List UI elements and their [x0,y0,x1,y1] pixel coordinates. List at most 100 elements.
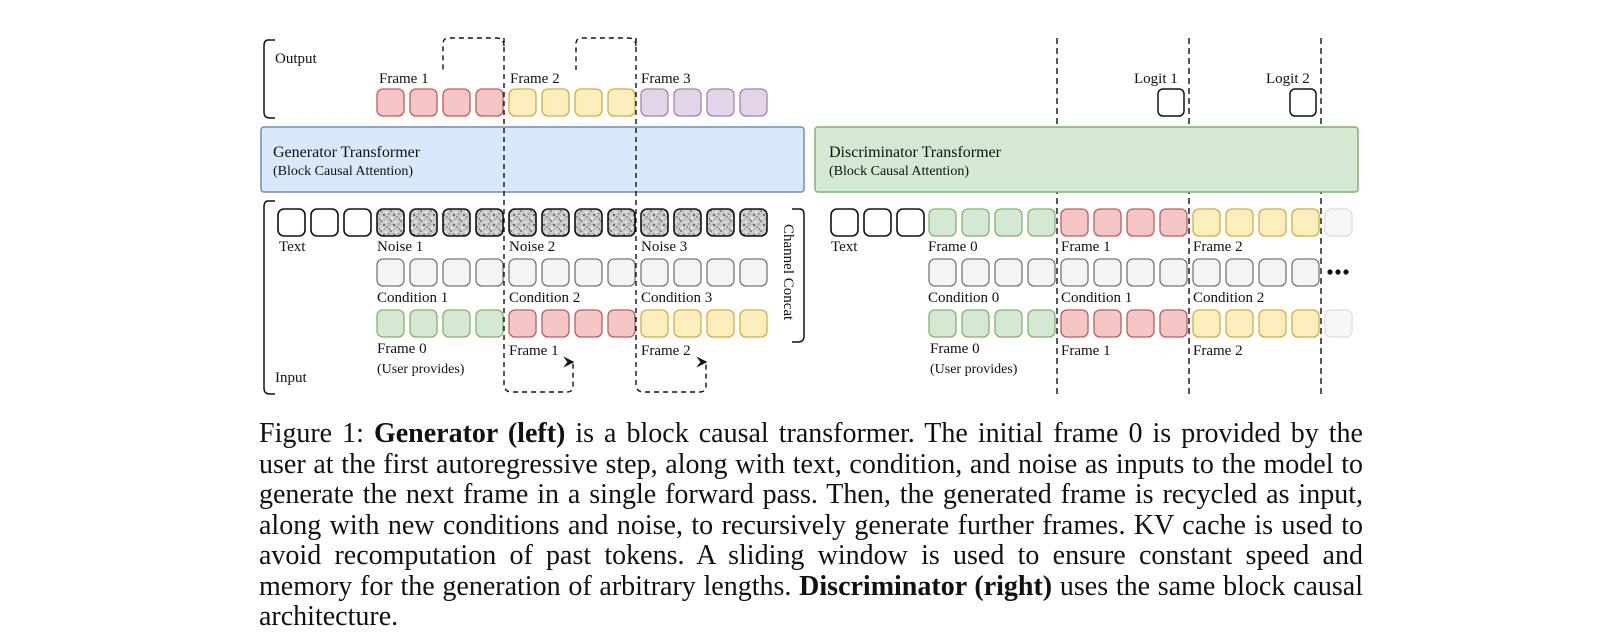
noise-token [739,208,768,237]
condition-token [706,258,735,287]
condition-token [508,258,537,287]
gen-noise-1-label: Noise 1 [377,239,423,255]
generator-title: Generator Transformer [273,144,421,161]
condition-token [574,258,603,287]
frame-token [673,309,702,338]
frame-token [541,309,570,338]
frame-token [1060,208,1089,237]
recycle-loop-frame-1-top [442,37,505,70]
condition-token [1159,258,1188,287]
text-token [863,208,892,237]
noise-token [574,208,603,237]
condition-token [409,258,438,287]
frame-token [961,309,990,338]
condition-token [1093,258,1122,287]
gen-output-tokens [376,88,768,117]
gen-user-provides: (User provides) [377,362,465,377]
condition-token [739,258,768,287]
frame-token [1258,208,1287,237]
generator-subtitle: (Block Causal Attention) [273,164,413,179]
output-frame-token [739,88,768,117]
figure-caption: Figure 1: Generator (left) is a block ca… [259,418,1363,633]
frame-token [994,309,1023,338]
text-token [310,208,339,237]
frame-token [1324,208,1353,237]
disc-frame-0-bottom-label: Frame 0 [930,341,980,357]
frame-token [1324,309,1353,338]
ellipsis-dot [1343,269,1349,275]
frame-token [1027,208,1056,237]
frame-token [1192,309,1221,338]
noise-token [409,208,438,237]
channel-concat-label: Channel Concat [780,224,796,321]
noise-token [607,208,636,237]
input-bracket [263,200,275,395]
noise-token [475,208,504,237]
ellipsis-dot [1327,269,1333,275]
noise-token [442,208,471,237]
gen-condition-3-label: Condition 3 [641,290,712,306]
frame-token [706,309,735,338]
generator-transformer-box [260,126,805,193]
frame-token [409,309,438,338]
frame-token [1258,309,1287,338]
frame-token [928,208,957,237]
output-frame-token [673,88,702,117]
text-token [343,208,372,237]
condition-token [1291,258,1320,287]
frame-token [1027,309,1056,338]
output-frame-token [706,88,735,117]
frame-token [442,309,471,338]
logit-1-label: Logit 1 [1134,71,1178,87]
condition-token [1192,258,1221,287]
frame-token [961,208,990,237]
condition-token [1225,258,1254,287]
output-label: Output [275,51,318,67]
gen-condition-tokens [376,258,768,287]
disc-frame-1-top-label: Frame 1 [1061,239,1111,255]
disc-condition-2-label: Condition 2 [1193,290,1264,306]
condition-token [640,258,669,287]
architecture-figure: Output Frame 1 Frame 2 Frame 3 Generator… [260,37,1359,395]
frame-token [475,309,504,338]
disc-condition-1-label: Condition 1 [1061,290,1132,306]
frame-token [1192,208,1221,237]
condition-token [961,258,990,287]
disc-frame-tokens-bottom [928,309,1353,338]
text-token [830,208,859,237]
disc-text-tokens [830,208,925,237]
disc-text-label: Text [831,239,858,255]
discriminator-subtitle: (Block Causal Attention) [829,164,969,179]
condition-token [673,258,702,287]
noise-token [376,208,405,237]
frame-token [607,309,636,338]
condition-token [607,258,636,287]
gen-frame-tokens [376,309,768,338]
condition-token [1060,258,1089,287]
frame-token [1159,208,1188,237]
noise-token [541,208,570,237]
condition-token [994,258,1023,287]
frame-token [1159,309,1188,338]
frame-token [376,309,405,338]
disc-user-provides: (User provides) [930,362,1018,377]
disc-frame-1-bottom-label: Frame 1 [1061,343,1111,359]
frame-token [640,309,669,338]
gen-condition-1-label: Condition 1 [377,290,448,306]
noise-token [673,208,702,237]
gen-output-frame-2-label: Frame 2 [510,71,560,87]
noise-token [640,208,669,237]
frame-token [508,309,537,338]
output-frame-token [640,88,669,117]
frame-token [1060,309,1089,338]
output-bracket [263,39,275,119]
frame-token [1126,208,1155,237]
frame-token [1291,309,1320,338]
gen-frame-1-label: Frame 1 [509,343,559,359]
frame-token [1225,309,1254,338]
caption-bold-generator: Generator (left) [373,418,566,449]
condition-token [475,258,504,287]
gen-condition-2-label: Condition 2 [509,290,580,306]
condition-token [1027,258,1056,287]
gen-noise-3-label: Noise 3 [641,239,687,255]
